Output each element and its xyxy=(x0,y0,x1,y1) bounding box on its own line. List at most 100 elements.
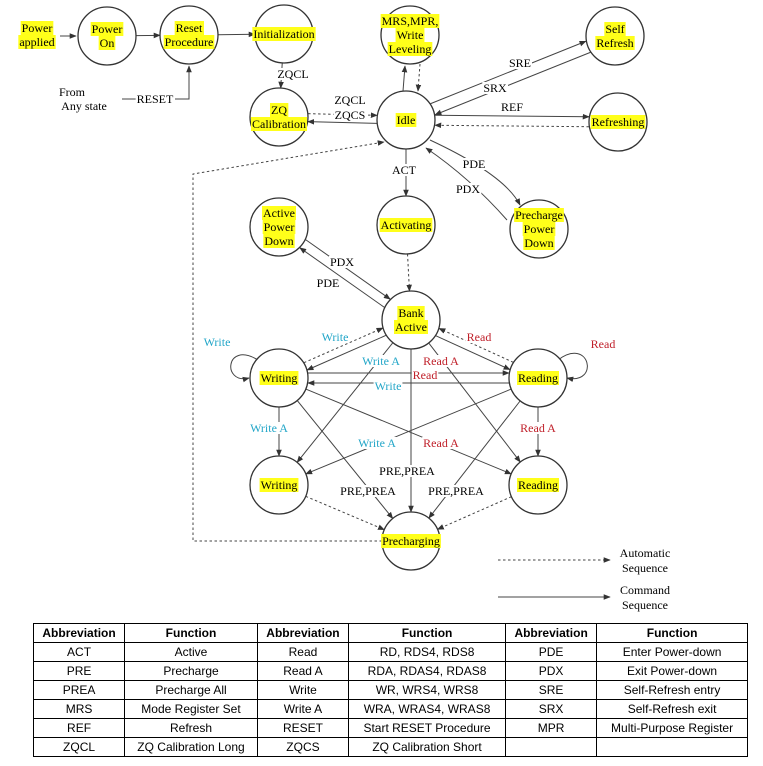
text-highlight xyxy=(251,117,307,131)
state-label: Leveling xyxy=(389,42,432,56)
edge-idle-to-self-refresh xyxy=(430,40,587,105)
text-highlight xyxy=(262,220,296,234)
edge-idle-to-mrs xyxy=(401,65,408,92)
edge-label-write-a-left: Write A xyxy=(250,421,288,435)
label-backdrop xyxy=(357,437,398,449)
label-backdrop xyxy=(422,355,461,367)
text-highlight xyxy=(259,371,299,385)
table-row: ZQCL ZQ Calibration Long ZQCS ZQ Calibra… xyxy=(32,737,748,757)
table-cell: Mode Register Set xyxy=(124,699,258,719)
table-cell: Refresh xyxy=(124,718,258,738)
edge-label-pre-prea-right: PRE,PREA xyxy=(428,484,484,498)
edge-reading-to-writing-a xyxy=(305,388,512,475)
state-label: Initialization xyxy=(253,27,314,41)
label-backdrop xyxy=(320,331,350,343)
table-row: REF Refresh RESET Start RESET Procedure … xyxy=(32,718,748,738)
text-highlight xyxy=(604,22,626,36)
text-highlight xyxy=(262,206,296,220)
state-label: Power xyxy=(524,222,555,236)
edge-writing-to-bank-active xyxy=(303,327,384,364)
text-highlight xyxy=(395,113,417,127)
text-highlight xyxy=(517,371,559,385)
edge-reading-self-loop xyxy=(557,352,588,383)
edge-zq-to-idle xyxy=(308,112,378,118)
label-backdrop xyxy=(461,158,487,170)
table-cell: PDE xyxy=(505,642,598,662)
text-highlight xyxy=(394,320,428,334)
state-refreshing: Refreshing xyxy=(588,92,648,152)
state-label: Reading xyxy=(518,478,558,492)
edge-label-pre-prea-left: PRE,PREA xyxy=(340,484,396,498)
text-highlight xyxy=(259,478,299,492)
state-label: Self xyxy=(605,22,624,36)
state-idle: Idle xyxy=(376,90,436,150)
table-cell: ZQ Calibration Short xyxy=(347,737,507,757)
table-cell: Self-Refresh exit xyxy=(596,699,748,719)
table-header-cell: Abbreviation xyxy=(256,623,350,643)
table-cell: SRX xyxy=(505,699,598,719)
text-highlight xyxy=(380,14,440,28)
text-highlight xyxy=(20,21,54,35)
edge-bank-active-to-reading xyxy=(435,335,511,371)
label-backdrop xyxy=(422,437,461,449)
table-header-cell: Function xyxy=(596,623,748,643)
edge-idle-to-refreshing xyxy=(435,113,590,120)
label-backdrop xyxy=(378,465,437,477)
table-cell: Write A xyxy=(256,699,350,719)
state-label: Active xyxy=(263,206,295,220)
edge-label-read-a-1: Read A xyxy=(423,354,459,368)
edge-label-sre: SRE xyxy=(509,56,531,70)
text-highlight xyxy=(395,28,425,42)
state-label: Refreshing xyxy=(592,115,645,129)
legend-command-label: Command xyxy=(620,583,670,597)
label-backdrop xyxy=(373,380,403,392)
edge-reading-to-precharging xyxy=(428,400,521,519)
table-cell: ACT xyxy=(32,642,126,662)
legend-command-label: Sequence xyxy=(622,598,668,612)
table-cell: SRE xyxy=(505,680,598,700)
edge-precharging-to-idle xyxy=(192,140,385,542)
legend-automatic-label: Automatic xyxy=(620,546,671,560)
state-label: Refresh xyxy=(596,36,633,50)
text-highlight xyxy=(18,35,56,49)
table-row: ACT Active Read RD, RDS4, RDS8 PDE Enter… xyxy=(32,642,748,662)
text-highlight xyxy=(397,306,425,320)
text-highlight xyxy=(98,36,116,50)
table-cell xyxy=(505,737,598,757)
table-header-cell: Abbreviation xyxy=(32,623,126,643)
edge-label-write-a-2: Write A xyxy=(358,436,396,450)
edge-label-pre-prea-center: PRE,PREA xyxy=(379,464,435,478)
label-backdrop xyxy=(519,422,558,434)
edge-label-read-ba: Read xyxy=(467,330,492,344)
table-cell: ZQ Calibration Long xyxy=(124,737,258,757)
ddr3-state-diagram: PowerappliedPowerOnResetProcedureInitial… xyxy=(18,4,671,612)
text-highlight xyxy=(270,103,289,117)
state-label: Power xyxy=(264,220,295,234)
table-cell: Self-Refresh entry xyxy=(596,680,748,700)
label-backdrop xyxy=(333,94,367,106)
text-highlight xyxy=(379,218,433,232)
text-highlight xyxy=(252,27,316,41)
edge-writing-self-loop xyxy=(230,354,259,383)
table-cell: Read A xyxy=(256,661,350,681)
state-label: Precharging xyxy=(382,534,440,548)
text-highlight xyxy=(590,115,646,129)
state-label: Reading xyxy=(518,371,558,385)
table-header-row: Abbreviation Function Abbreviation Funct… xyxy=(32,623,748,643)
edge-activating-to-bank-active xyxy=(406,253,412,292)
state-label: Writing xyxy=(261,478,298,492)
table-header-cell: Function xyxy=(124,623,258,643)
edge-label-pdx-pre: PDX xyxy=(456,182,480,196)
state-label: Down xyxy=(264,234,293,248)
table-cell: Write xyxy=(256,680,350,700)
edge-label-zqcs: ZQCS xyxy=(335,108,366,122)
edge-label-write-r2w: Write xyxy=(375,379,402,393)
